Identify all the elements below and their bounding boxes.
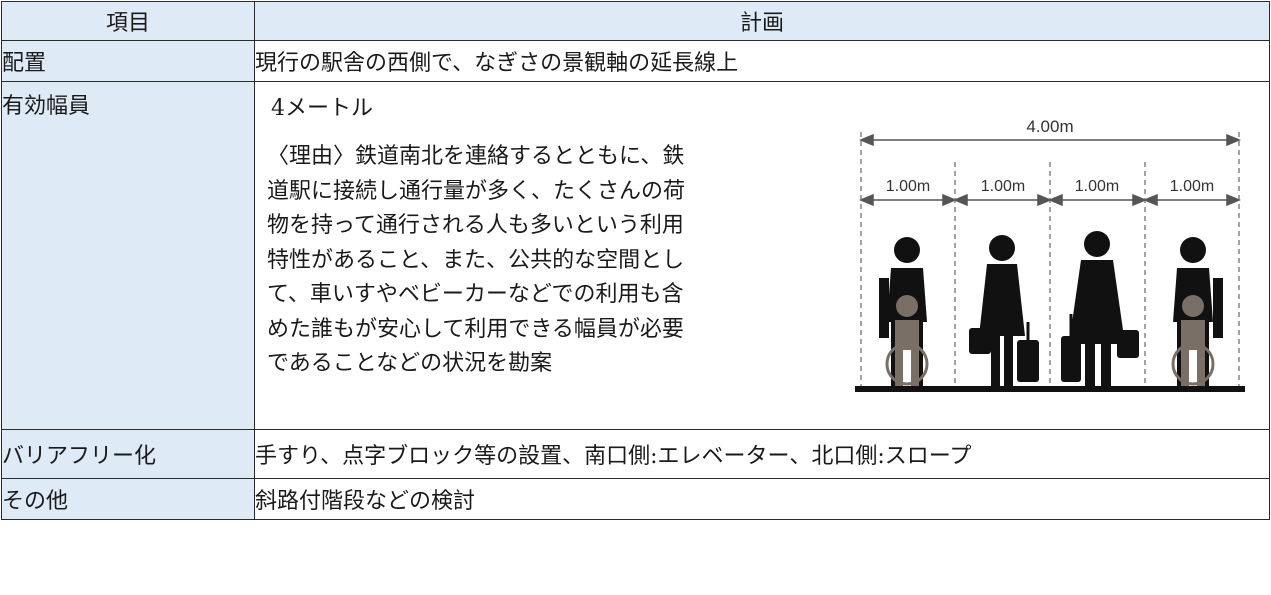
row-label-other: その他 [1,478,255,520]
header-plan: 計画 [254,1,1270,41]
pedestrian-with-suitcase-icon [1061,231,1139,386]
wheelchair-user-icon [879,237,929,386]
header-row: 項目 計画 [1,1,1270,41]
row-label-placement: 配置 [1,40,255,82]
lane-label-4: 1.00m [1170,178,1214,195]
width-reason-text: 〈理由〉鉄道南北を連絡するとともに、鉄 道駅に接続し通行量が多く、たくさんの荷 … [267,144,686,376]
floor-line [855,386,1245,392]
row-value-barrier-free: 手すり、点字ブロック等の設置、南口側:エレベーター、北口側:スロープ [254,429,1270,479]
row-label-effective-width: 有効幅員 [1,81,255,430]
lane-label-1: 1.00m [886,178,930,195]
table-row: バリアフリー化 手すり、点字ブロック等の設置、南口側:エレベーター、北口側:スロ… [1,429,1270,479]
plan-table: 項目 計画 配置 現行の駅舎の西側で、なぎさの景観軸の延長線上 有効幅員 4メー… [1,1,1270,520]
total-width-dimension [859,133,1241,147]
row-value-placement: 現行の駅舎の西側で、なぎさの景観軸の延長線上 [254,40,1270,82]
lane-label-2: 1.00m [981,178,1025,195]
width-value-text: 4メートル [271,96,373,121]
row-value-other: 斜路付階段などの検討 [254,478,1270,520]
pedestrian-with-luggage-icon [969,235,1039,386]
lane-label-3: 1.00m [1075,178,1119,195]
wheelchair-user-icon [1171,237,1223,386]
lane-dimensions [859,193,1241,207]
lane-dividers [860,132,1240,386]
row-value-effective-width: 4メートル 〈理由〉鉄道南北を連絡するとともに、鉄 道駅に接続し通行量が多く、た… [254,81,1270,430]
total-width-label: 4.00m [1026,117,1073,136]
row-label-barrier-free: バリアフリー化 [1,429,255,479]
table-row: 配置 現行の駅舎の西側で、なぎさの景観軸の延長線上 [1,40,1270,82]
width-illustration: 4.00m 1.00m 1.00m 1.00m 1.00m [855,117,1245,392]
table-row: その他 斜路付階段などの検討 [1,478,1270,520]
header-item: 項目 [1,1,255,41]
table-row: 有効幅員 4メートル 〈理由〉鉄道南北を連絡するとともに、鉄 道駅に接続し通行量… [1,81,1270,430]
